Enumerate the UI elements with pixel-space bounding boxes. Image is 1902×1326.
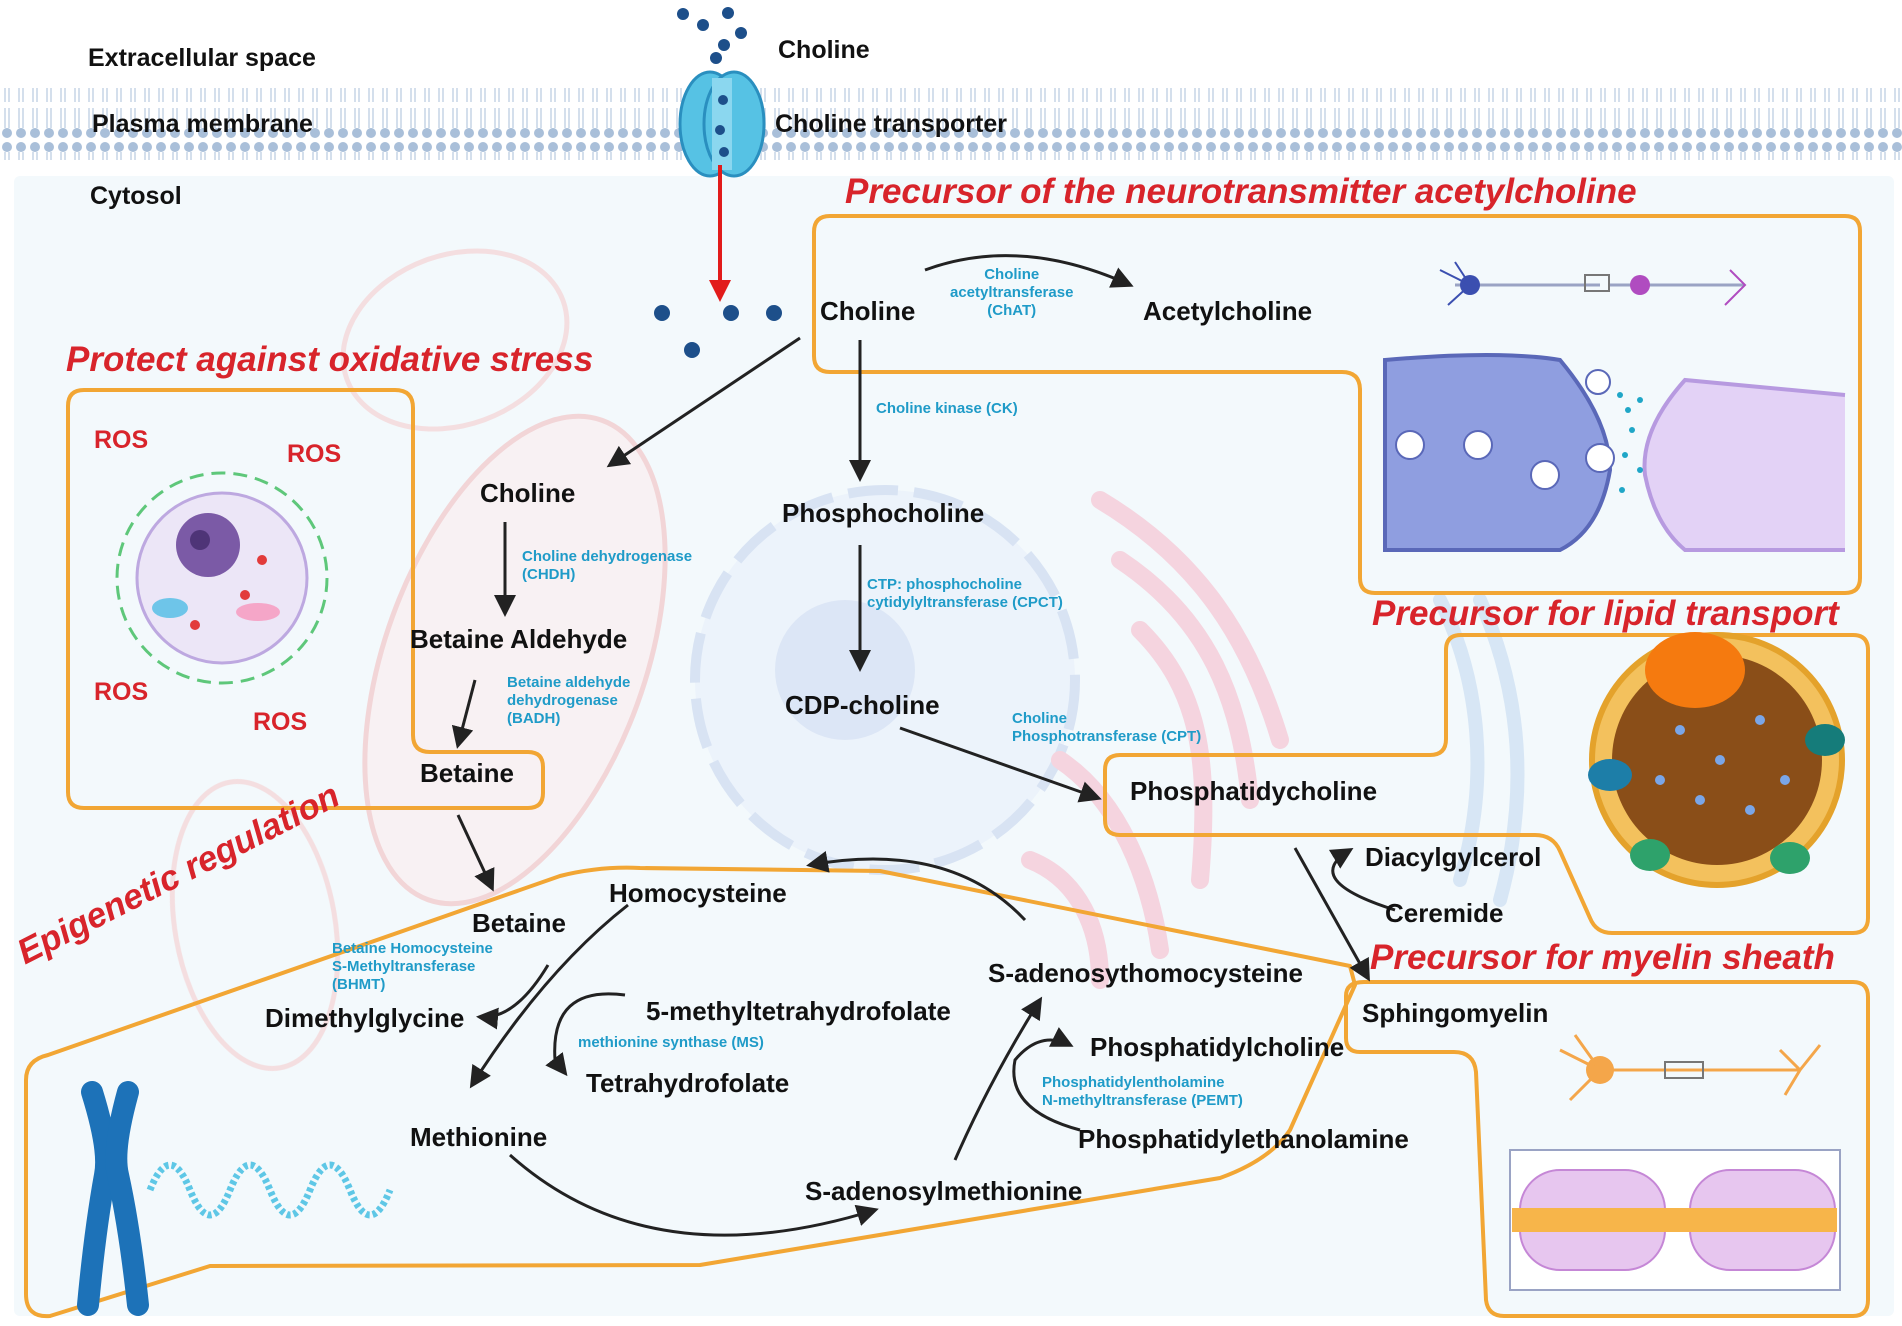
badh-enzyme-label: Betaine aldehyde dehydrogenase (BADH): [507, 674, 631, 727]
tetrahydrofolate-node: Tetrahydrofolate: [586, 1068, 790, 1098]
pemt-enzyme-label: Phosphatidylentholamine N-methyltransfer…: [1042, 1074, 1243, 1109]
cdp-choline-node: CDP-choline: [785, 690, 940, 720]
choline-extracellular-label: Choline: [778, 36, 870, 64]
choline-cytosol-node: Choline: [820, 296, 916, 326]
phosphatidylethanolamine-node: Phosphatidylethanolamine: [1078, 1124, 1409, 1154]
ros-label: ROS: [94, 678, 149, 706]
ros-label: ROS: [253, 708, 308, 736]
endoplasmic-reticulum: [1021, 491, 1289, 989]
choline-transporter-label: Choline transporter: [775, 110, 1007, 138]
chromosome-illustration: [77, 1081, 394, 1316]
phosphatidylcholine-pemt-node: Phosphatidylcholine: [1090, 1032, 1345, 1062]
myelinated-neuron-illustration: [1509, 1034, 1841, 1291]
acetylcholine-box: [812, 214, 1862, 595]
pathway-arrows: [451, 254, 1396, 1237]
plasma-membrane-label: Plasma membrane: [92, 110, 313, 138]
lipid-transport-box: [1103, 633, 1870, 935]
mitochondrion-faint-top: [340, 248, 570, 432]
diacylglycerol-node: Diacylgylcerol: [1365, 842, 1542, 872]
synapse-illustration: [1383, 261, 1846, 552]
mitochondrion-faint-left: [169, 779, 341, 1071]
oxidative-stress-section-title: Protect against oxidative stress: [66, 340, 594, 379]
plasma-membrane: [0, 88, 1902, 160]
chat-enzyme-label: Choline acetyltransferase (ChAT): [950, 266, 1074, 319]
oxidative-stress-box: [66, 388, 545, 810]
sphingomyelin-node: Sphingomyelin: [1362, 998, 1549, 1028]
lipid-transport-section-title: Precursor for lipid transport: [1372, 594, 1839, 633]
cpt-enzyme-label: Choline Phosphotransferase (CPT): [1012, 710, 1202, 745]
ceremide-node: Ceremide: [1385, 898, 1504, 928]
lipoprotein-illustration: [1588, 632, 1845, 888]
neurotransmitter-dots: [1617, 392, 1643, 493]
cytosol-label: Cytosol: [90, 182, 182, 210]
synaptic-vesicles: [1395, 369, 1615, 490]
homocysteine-node: Homocysteine: [609, 878, 787, 908]
phosphatidylcholine-node: Phosphatidycholine: [1130, 776, 1378, 806]
epigenetic-box: [24, 865, 1357, 1319]
betaine-aldehyde-node: Betaine Aldehyde: [410, 624, 628, 654]
ck-enzyme-label: Choline kinase (CK): [876, 400, 1018, 417]
extracellular-space-label: Extracellular space: [88, 44, 316, 72]
myelin-section-title: Precursor for myelin sheath: [1370, 938, 1835, 977]
s-adenosylhomocysteine-node: S-adenosythomocysteine: [988, 958, 1303, 988]
mitochondrion-main: [362, 413, 668, 907]
s-adenosylmethionine-node: S-adenosylmethionine: [805, 1176, 1083, 1206]
cpct-enzyme-label: CTP: phosphocholine cytidylyltransferase…: [867, 576, 1063, 611]
choline-molecules-cytosol: [654, 305, 782, 358]
faint-organelles: [169, 248, 1525, 1071]
dna-strand: [146, 1161, 394, 1219]
ms-enzyme-label: methionine synthase (MS): [578, 1034, 764, 1051]
phosphocholine-node: Phosphocholine: [782, 498, 985, 528]
choline-mitochondria-node: Choline: [480, 478, 576, 508]
stressed-cell-illustration: [115, 471, 329, 685]
nucleolus: [775, 600, 915, 740]
bhmt-enzyme-label: Betaine Homocysteine S-Methyltransferase…: [332, 940, 493, 993]
section-outlines: [24, 214, 1870, 1319]
chdh-enzyme-label: Choline dehydrogenase (CHDH): [522, 548, 693, 583]
methionine-node: Methionine: [410, 1122, 548, 1152]
methyltetrahydrofolate-node: 5-methyltetrahydrofolate: [646, 996, 951, 1026]
betaine-node: Betaine: [472, 908, 566, 938]
betaine-mitochondria-node: Betaine: [420, 758, 514, 788]
dimethylglycine-node: Dimethylglycine: [265, 1003, 465, 1033]
ros-label: ROS: [94, 426, 149, 454]
myelin-sheath-box: [1344, 980, 1870, 1318]
choline-transporter-channel: [678, 70, 766, 178]
choline-molecules-outside: [677, 7, 747, 157]
ros-label: ROS: [287, 440, 342, 468]
acetylcholine-section-title: Precursor of the neurotransmitter acetyl…: [845, 172, 1637, 211]
acetylcholine-node: Acetylcholine: [1143, 296, 1313, 326]
